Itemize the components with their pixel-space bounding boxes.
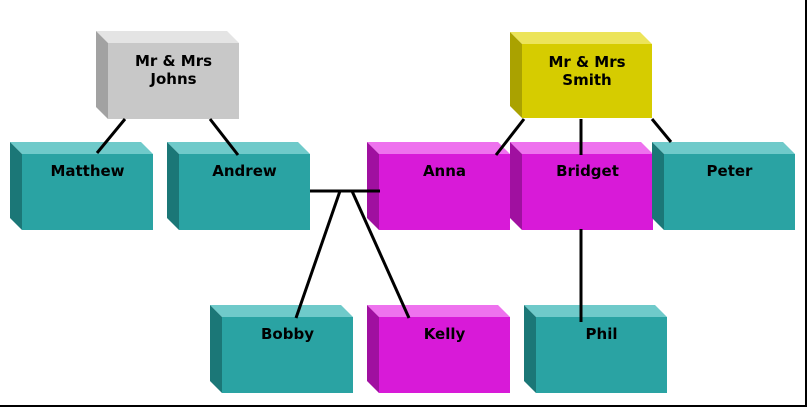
person-label-phil: Phil: [586, 325, 618, 343]
connector-line: [494, 118, 526, 156]
person-label-johns-line-1: Mr & Mrs: [135, 52, 212, 70]
box-side-face: [96, 31, 108, 119]
connector-line: [95, 118, 127, 154]
person-label-smith-line-2: Smith: [562, 71, 611, 89]
box-top-face: [367, 142, 510, 154]
person-label-bridget: Bridget: [556, 162, 619, 180]
box-top-face: [96, 31, 239, 43]
box-side-face: [524, 305, 536, 393]
box-front-face: [179, 154, 310, 230]
person-label-anna: Anna: [423, 162, 466, 180]
person-box-peter: Peter: [652, 142, 795, 230]
person-label-bobby: Bobby: [261, 325, 314, 343]
person-box-bobby: Bobby: [210, 305, 353, 393]
connector-line: [208, 118, 240, 156]
box-top-face: [367, 305, 510, 317]
person-label-andrew: Andrew: [212, 162, 277, 180]
box-front-face: [522, 154, 653, 230]
person-box-matthew: Matthew: [10, 142, 153, 230]
box-top-face: [10, 142, 153, 154]
box-front-face: [22, 154, 153, 230]
box-front-face: [664, 154, 795, 230]
person-box-anna: Anna: [367, 142, 510, 230]
box-side-face: [652, 142, 664, 230]
person-box-andrew: Andrew: [167, 142, 310, 230]
box-top-face: [210, 305, 353, 317]
box-top-face: [652, 142, 795, 154]
connector-line: [350, 190, 411, 319]
connector-line: [294, 190, 342, 319]
box-side-face: [10, 142, 22, 230]
person-label-kelly: Kelly: [424, 325, 466, 343]
person-label-matthew: Matthew: [50, 162, 124, 180]
box-front-face: [522, 44, 652, 118]
person-label-peter: Peter: [707, 162, 754, 180]
box-front-face: [379, 317, 510, 393]
connector-line: [650, 118, 673, 143]
box-side-face: [510, 142, 522, 230]
box-top-face: [524, 305, 667, 317]
person-box-kelly: Kelly: [367, 305, 510, 393]
box-front-face: [536, 317, 667, 393]
box-front-face: [108, 43, 239, 119]
box-side-face: [210, 305, 222, 393]
box-front-face: [222, 317, 353, 393]
person-box-bridget: Bridget: [510, 142, 653, 230]
box-top-face: [510, 32, 652, 44]
connector-lines: [95, 118, 673, 322]
box-side-face: [367, 142, 379, 230]
box-front-face: [379, 154, 510, 230]
person-label-johns-line-2: Johns: [149, 70, 196, 88]
person-box-phil: Phil: [524, 305, 667, 393]
box-top-face: [167, 142, 310, 154]
box-side-face: [167, 142, 179, 230]
box-side-face: [510, 32, 522, 118]
person-label-smith-line-1: Mr & Mrs: [548, 53, 625, 71]
box-side-face: [367, 305, 379, 393]
